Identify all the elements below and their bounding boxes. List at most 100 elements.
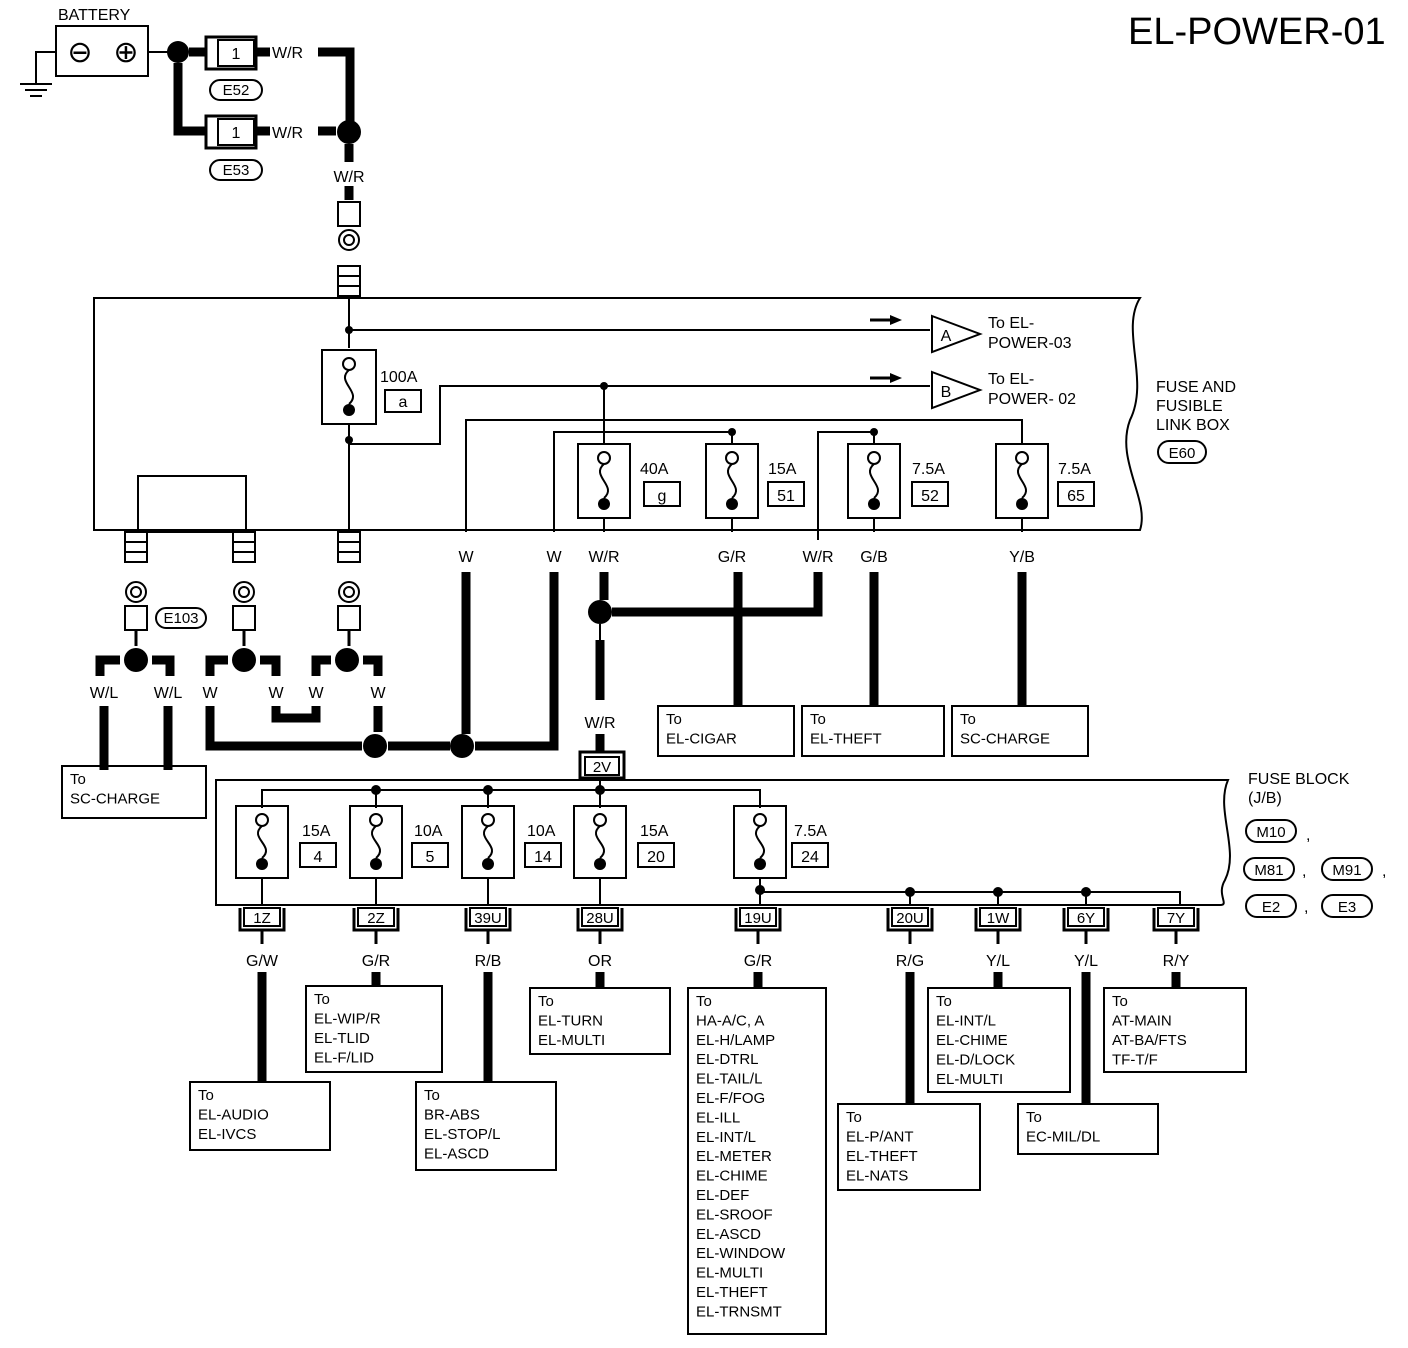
fuse-id-box xyxy=(643,481,681,507)
connector-plug xyxy=(232,531,256,563)
fuse-element xyxy=(370,825,382,859)
wire-color: G/R xyxy=(744,953,772,970)
connector-housing xyxy=(578,750,626,780)
wire-color: W/R xyxy=(584,715,615,732)
fuse-element xyxy=(482,825,494,859)
destination-text: To xyxy=(70,771,86,788)
fuse-terminal xyxy=(1015,451,1029,465)
harness-wire xyxy=(311,655,331,676)
connector-M91 xyxy=(1321,857,1373,881)
wire-color: Y/B xyxy=(1009,549,1035,566)
destination-text: EL-MULTI xyxy=(936,1071,1003,1088)
connector-plug xyxy=(337,531,361,563)
fuse-rating: 7.5A xyxy=(1058,461,1091,478)
link-box-name: FUSIBLE xyxy=(1156,398,1223,415)
fuse-terminal xyxy=(255,813,269,827)
wire-color: W xyxy=(202,685,218,702)
fuse-rating: 10A xyxy=(414,823,443,840)
fuse-element xyxy=(726,463,738,499)
destination-text: To xyxy=(960,711,976,728)
destination-text: BR-ABS xyxy=(424,1107,480,1124)
connector-letter: B xyxy=(941,384,952,401)
link-box-inner xyxy=(137,475,247,533)
harness-wire xyxy=(205,706,362,751)
connector-triangle-B xyxy=(931,370,983,410)
bus-wire xyxy=(261,789,761,808)
destination-text: EL-DEF xyxy=(696,1187,749,1204)
fuse-id: 20 xyxy=(647,849,665,866)
connector-id: E3 xyxy=(1338,899,1356,916)
destination-text: EL-THEFT xyxy=(696,1284,768,1301)
wire-color: W/R xyxy=(272,45,303,62)
destination-text: EL-TRNSMT xyxy=(696,1303,782,1320)
fuse-terminal xyxy=(482,858,494,870)
fuse-terminal xyxy=(481,813,495,827)
pin-id: 2V xyxy=(593,759,611,776)
label: , xyxy=(1304,899,1308,916)
pin-39U xyxy=(469,907,507,927)
connector-E52 xyxy=(209,79,263,101)
splice-dot xyxy=(450,734,474,758)
destination-text: EL-TLID xyxy=(314,1030,370,1047)
destination-text: TF-T/F xyxy=(1112,1052,1158,1069)
fuse-id-box xyxy=(299,842,337,868)
pin-28U xyxy=(581,907,619,927)
destination-text: EL-TAIL/L xyxy=(696,1071,762,1088)
wire-color: G/R xyxy=(718,549,746,566)
destination-text: EL-AUDIO xyxy=(198,1107,269,1124)
diagram-title: EL-POWER-01 xyxy=(1128,11,1386,53)
destination-el-pant xyxy=(837,1103,981,1191)
pin-1W xyxy=(979,907,1017,927)
pin-id: 2Z xyxy=(367,910,385,927)
fuse-rating: 15A xyxy=(302,823,331,840)
wire-color: R/B xyxy=(475,953,502,970)
destination-text: HA-A/C, A xyxy=(696,1012,764,1029)
fuse-rating: 7.5A xyxy=(794,823,827,840)
destination-text: To xyxy=(424,1087,440,1104)
fuse-rating: 100A xyxy=(380,369,418,386)
harness-wire xyxy=(475,572,559,751)
bus-wire xyxy=(760,891,1181,906)
arrow-destination: POWER- 02 xyxy=(988,391,1076,408)
fuse-id: g xyxy=(658,488,667,505)
pin-id: 39U xyxy=(474,910,502,927)
connector-M10 xyxy=(1245,819,1297,843)
fuse-id-box xyxy=(1057,481,1095,507)
wire-color: W xyxy=(370,685,386,702)
destination-el-intl xyxy=(927,987,1071,1093)
wire-color: W/R xyxy=(588,549,619,566)
wire-color: OR xyxy=(588,953,612,970)
fuse-rating: 10A xyxy=(527,823,556,840)
pin-id: 1W xyxy=(987,910,1010,927)
destination-text: To xyxy=(666,711,682,728)
fuse-terminal xyxy=(370,858,382,870)
destination-el-turn xyxy=(529,987,671,1055)
destination-sc-charge xyxy=(951,705,1089,757)
splice-dot xyxy=(167,41,189,63)
destination-text: EL-D/LOCK xyxy=(936,1052,1015,1069)
pin-id: 1Z xyxy=(253,910,271,927)
fuse-terminal xyxy=(725,451,739,465)
connector-id: E2 xyxy=(1262,899,1280,916)
connector-E3 xyxy=(1321,894,1373,918)
destination-text: EL-STOP/L xyxy=(424,1126,500,1143)
junction-dot xyxy=(870,428,878,436)
fuse-element xyxy=(868,463,880,499)
destination-text: To xyxy=(314,991,330,1008)
harness-wire xyxy=(318,47,355,122)
destination-text: EL-WINDOW xyxy=(696,1245,786,1262)
destination-el-wipr xyxy=(305,985,443,1073)
fuse-terminal xyxy=(867,451,881,465)
fuse-id: 5 xyxy=(426,849,435,866)
destination-text: EC-MIL/DL xyxy=(1026,1129,1100,1146)
destination-br-abs xyxy=(415,1081,557,1171)
destination-text: EL-INT/L xyxy=(696,1129,756,1146)
link-box-name: LINK BOX xyxy=(1156,417,1230,434)
bus-wire xyxy=(553,431,733,532)
pin-id: 20U xyxy=(896,910,924,927)
pin-id: 7Y xyxy=(1167,910,1185,927)
fuse-terminal xyxy=(369,813,383,827)
fuse-terminal xyxy=(342,357,356,371)
connector-plug xyxy=(337,265,361,297)
connector-pin-box xyxy=(217,39,255,67)
